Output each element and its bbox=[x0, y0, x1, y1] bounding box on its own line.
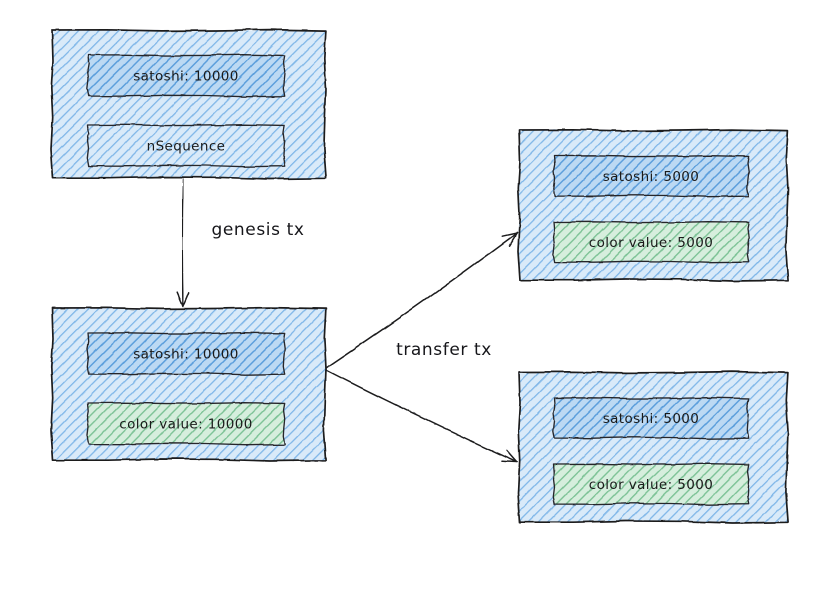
edge-genesis-tx-line bbox=[181, 178, 184, 307]
node-genesis-input-outline bbox=[50, 28, 327, 180]
edge-transfer-tx-b-arrowhead bbox=[501, 449, 518, 463]
field-satoshi-outline bbox=[552, 155, 750, 198]
node-genesis-output: satoshi: 10000 color value: 10000 bbox=[50, 306, 327, 462]
node-transfer-output-b-outline bbox=[517, 370, 789, 524]
field-satoshi-outline bbox=[552, 397, 750, 440]
field-nsequence-text: nSequence bbox=[147, 139, 226, 155]
node-genesis-input-fill bbox=[50, 29, 327, 180]
field-color-value-fill bbox=[553, 463, 749, 505]
edge-transfer-tx-a-label: transfer tx bbox=[396, 340, 492, 360]
field-satoshi: satoshi: 5000 bbox=[552, 155, 750, 198]
edge-transfer-tx-b-line bbox=[325, 369, 518, 463]
edge-transfer-tx-a-line bbox=[325, 232, 518, 369]
field-color-value: color value: 5000 bbox=[552, 463, 750, 506]
edge-labels-layer: genesis tx transfer tx bbox=[211, 220, 491, 360]
node-transfer-output-a-outline bbox=[517, 128, 789, 282]
field-color-value: color value: 5000 bbox=[552, 221, 750, 264]
edge-transfer-tx-a-arrowhead bbox=[501, 232, 518, 247]
edge-genesis-tx-arrowhead bbox=[176, 291, 190, 307]
edge-genesis-tx-label: genesis tx bbox=[211, 220, 304, 240]
field-satoshi-text: satoshi: 10000 bbox=[133, 347, 239, 363]
field-satoshi-outline bbox=[86, 54, 286, 98]
field-satoshi-text: satoshi: 5000 bbox=[603, 169, 700, 185]
field-color-value-outline bbox=[552, 463, 750, 506]
field-satoshi-outline bbox=[86, 332, 286, 376]
field-satoshi-text: satoshi: 10000 bbox=[133, 69, 239, 85]
node-genesis-input: satoshi: 10000 nSequence bbox=[50, 28, 327, 180]
edge-genesis-tx bbox=[176, 178, 190, 307]
field-color-value-outline bbox=[552, 221, 750, 264]
node-genesis-output-outline bbox=[50, 306, 327, 462]
field-satoshi: satoshi: 10000 bbox=[86, 54, 286, 98]
field-color-value-fill bbox=[87, 402, 285, 445]
field-satoshi: satoshi: 10000 bbox=[86, 332, 286, 376]
edge-transfer-tx-a bbox=[325, 232, 518, 369]
field-nsequence: nSequence bbox=[86, 124, 286, 168]
edges-layer bbox=[176, 178, 518, 463]
field-satoshi-fill bbox=[553, 155, 749, 197]
field-satoshi-text: satoshi: 5000 bbox=[603, 411, 700, 427]
node-transfer-output-a: satoshi: 5000 color value: 5000 bbox=[517, 128, 789, 282]
field-satoshi-fill bbox=[553, 397, 749, 439]
field-color-value-fill bbox=[553, 221, 749, 263]
nodes-layer: satoshi: 10000 nSequence satoshi: 10000 col… bbox=[50, 28, 789, 524]
field-satoshi-fill bbox=[87, 54, 285, 97]
field-satoshi: satoshi: 5000 bbox=[552, 397, 750, 440]
node-transfer-output-b: satoshi: 5000 color value: 5000 bbox=[517, 370, 789, 524]
field-satoshi-fill bbox=[87, 332, 285, 375]
field-color-value-text: color value: 5000 bbox=[589, 477, 713, 493]
field-color-value: color value: 10000 bbox=[86, 402, 286, 446]
edge-transfer-tx-b bbox=[325, 369, 518, 463]
field-color-value-text: color value: 5000 bbox=[589, 235, 713, 251]
field-nsequence-outline bbox=[86, 124, 286, 168]
field-color-value-outline bbox=[86, 402, 286, 446]
field-color-value-text: color value: 10000 bbox=[119, 417, 252, 433]
